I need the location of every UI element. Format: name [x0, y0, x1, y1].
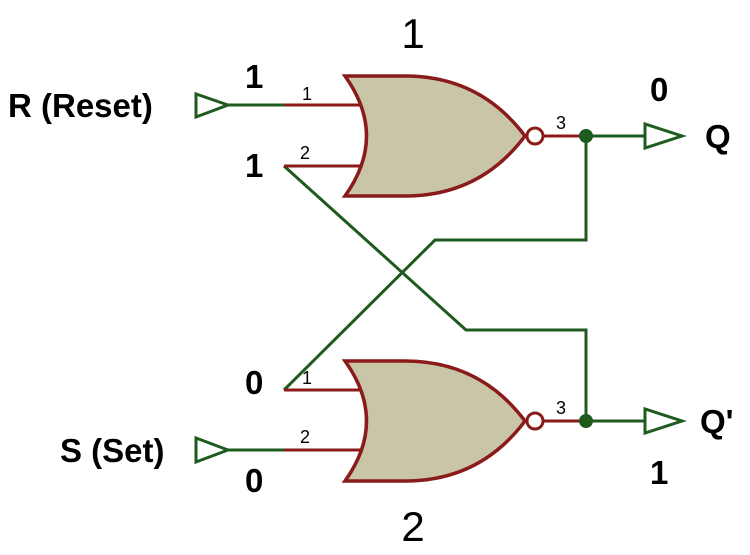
- gate1-pin3-number: 3: [556, 113, 566, 133]
- q-bar-feedback-wire: [282, 164, 588, 421]
- set-input-label: S (Set): [60, 432, 165, 469]
- gate1-name: 1: [401, 10, 424, 57]
- reset-input-label: R (Reset): [8, 87, 153, 124]
- gate1-in1-value: 1: [245, 58, 263, 95]
- gate1-in2-value: 1: [245, 147, 263, 184]
- q-terminal-icon: [643, 121, 687, 151]
- gate2-in2-value: 0: [245, 462, 263, 499]
- gate2-in1-value: 0: [245, 364, 263, 401]
- inversion-bubble-2: [525, 411, 545, 431]
- gate1-pin2-number: 2: [300, 143, 310, 163]
- q-bar-terminal-icon: [643, 406, 687, 436]
- q-value: 0: [650, 71, 668, 108]
- q-bar-output-label: Q': [700, 403, 734, 440]
- q-feedback-wire: [282, 136, 588, 392]
- q-bar-value: 1: [650, 454, 668, 491]
- q-output-label: Q: [705, 118, 731, 155]
- q-junction-dot: [579, 129, 593, 143]
- reset-terminal-icon: [194, 91, 233, 120]
- gate2-pin2-number: 2: [300, 427, 310, 447]
- gate1-pin1-number: 1: [302, 84, 312, 104]
- gate2-name: 2: [401, 503, 424, 550]
- gate2-pin1-number: 1: [302, 368, 312, 388]
- gate-pins: [284, 103, 586, 452]
- inversion-bubble-1: [525, 126, 545, 146]
- nor-gate-2: [341, 359, 545, 483]
- nor-gate-1: [341, 74, 545, 198]
- gate2-pin3-number: 3: [556, 398, 566, 418]
- q-bar-junction-dot: [579, 414, 593, 428]
- set-terminal-icon: [194, 435, 233, 465]
